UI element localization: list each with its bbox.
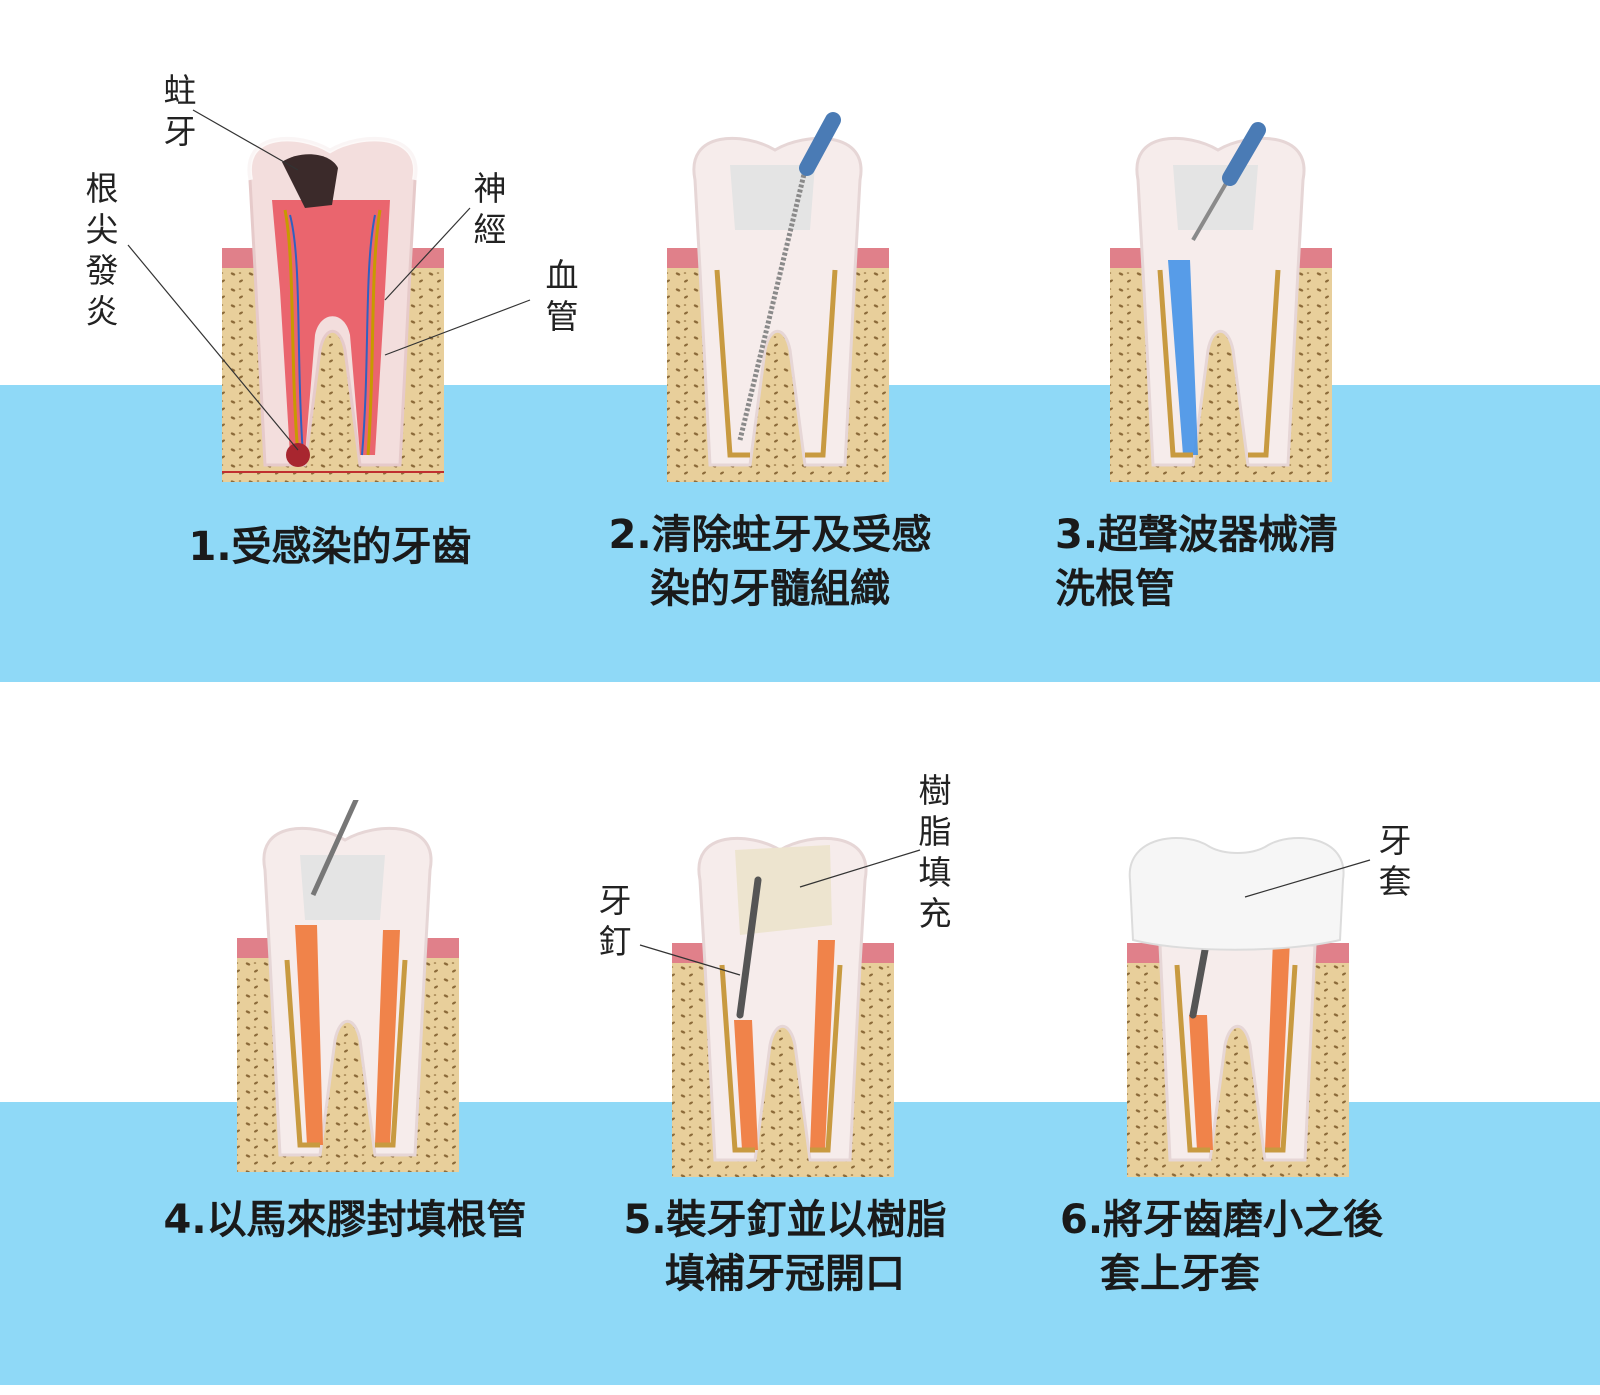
step5-caption-line1: 5.裝牙釘並以樹脂 [623,1197,947,1243]
callout-nerve: 神經 [473,169,507,249]
callout-post: 牙釘 [598,881,632,961]
step4-illustration [225,800,525,1360]
step5-caption-line2: 填補牙冠開口 [665,1251,905,1297]
callout-apical: 根尖發炎 [85,169,119,331]
dental-post [736,876,762,1019]
root-canal-outline [284,959,408,1148]
step6-illustration [1115,835,1415,1395]
step5-caption: 5.裝牙釘並以樹脂 填補牙冠開口 [595,1193,975,1301]
callout-vessel: 血管 [545,256,579,336]
ultrasonic-tip [1191,178,1230,242]
step2-caption-line1: 2.清除蛀牙及受感 [608,512,932,558]
step2-caption: 2.清除蛀牙及受感 染的牙髓組織 [585,508,955,616]
callout-crown: 牙套 [1378,821,1412,901]
rinse-canal [1168,260,1198,455]
step6-caption: 6.將牙齒磨小之後 套上牙套 [1060,1193,1430,1301]
dental-crown [1128,837,1345,951]
step3-caption: 3.超聲波器械清 洗根管 [1055,508,1375,616]
step3-illustration [1098,110,1398,670]
root-canal-outline [1157,269,1281,458]
root-canal-outline [714,269,838,458]
apical-lesion [286,443,310,467]
endo-file-handle [799,112,841,176]
caries-hole [282,154,338,208]
step3-caption-line1: 3.超聲波器械清 [1055,512,1339,558]
step5-illustration [660,820,960,1380]
vessel-lines [289,214,376,456]
step1-caption-line1: 1.受感染的牙齒 [188,524,472,570]
root-canal-outline [1174,964,1298,1153]
step4-caption-line1: 4.以馬來膠封填根管 [163,1197,527,1243]
endo-file-shaft [737,169,808,441]
gutta-percha-fill [734,940,835,1150]
callout-caries: 蛀牙 [163,71,197,151]
step1-caption: 1.受感染的牙齒 [160,520,500,574]
resin-filling [735,845,832,935]
step3-caption-line2: 洗根管 [1055,566,1175,612]
root-canal-outline [719,964,843,1153]
nerve-lines [283,209,382,456]
plugger [310,800,359,897]
step4-caption: 4.以馬來膠封填根管 [150,1193,540,1247]
step2-caption-line2: 染的牙髓組織 [650,566,890,612]
gutta-percha-fill [1189,940,1290,1150]
step6-caption-line2: 套上牙套 [1100,1251,1260,1297]
dental-post [1189,946,1209,1019]
callout-resin: 樹脂填充 [918,771,952,933]
gutta-percha-fill [295,925,400,1145]
step6-caption-line1: 6.將牙齒磨小之後 [1060,1197,1384,1243]
ultrasonic-handle [1222,122,1266,186]
step2-illustration [655,110,955,670]
pulp-infected [272,200,390,455]
